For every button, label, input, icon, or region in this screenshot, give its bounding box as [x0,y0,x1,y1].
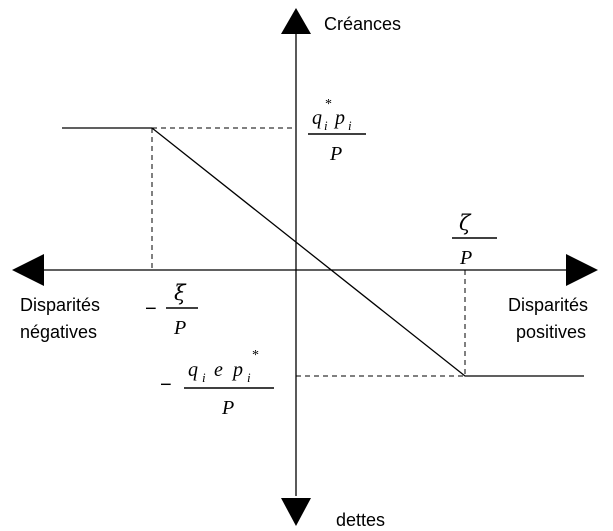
zeta-symbol: ζ [459,211,472,235]
label-creances: Créances [324,14,401,34]
xi-symbol: ξ [174,281,187,305]
upper-numerator-q: q [312,107,322,129]
lower-level-fraction: − q i e p i * P [160,348,274,419]
lower-numerator-p: p [231,359,243,381]
lower-numerator-q: q [188,359,198,381]
label-disparites-positives-line1: Disparités [508,295,588,315]
lower-numerator-sub-i: i [202,370,206,385]
xi-minus-sign: − [145,298,157,320]
upper-denominator: P [329,143,342,165]
lower-numerator-star: * [252,348,259,363]
label-dettes: dettes [336,510,385,530]
lower-minus-sign: − [160,374,172,396]
piecewise-curve [62,127,584,377]
arrow-left-icon [12,254,44,286]
label-disparites-positives-line2: positives [516,322,586,342]
xi-fraction: − ξ P [145,281,198,339]
lower-denominator: P [221,397,234,419]
zeta-denominator: P [459,247,472,269]
label-disparites-negatives-line1: Disparités [20,295,100,315]
arrow-down-icon [281,498,311,526]
upper-numerator-star: * [325,97,332,112]
upper-numerator-p: p [333,107,345,129]
lower-numerator-e: e [214,359,223,381]
upper-level-fraction: q i * p i P [308,97,366,165]
label-disparites-negatives-line2: négatives [20,322,97,342]
zeta-fraction: ζ P [452,211,497,269]
xi-denominator: P [173,317,186,339]
arrow-up-icon [281,8,311,34]
upper-numerator-sub-i: i [324,118,328,133]
upper-numerator-sub-i2: i [348,118,352,133]
arrow-right-icon [566,254,598,286]
lower-numerator-sub-i2: i [247,370,251,385]
